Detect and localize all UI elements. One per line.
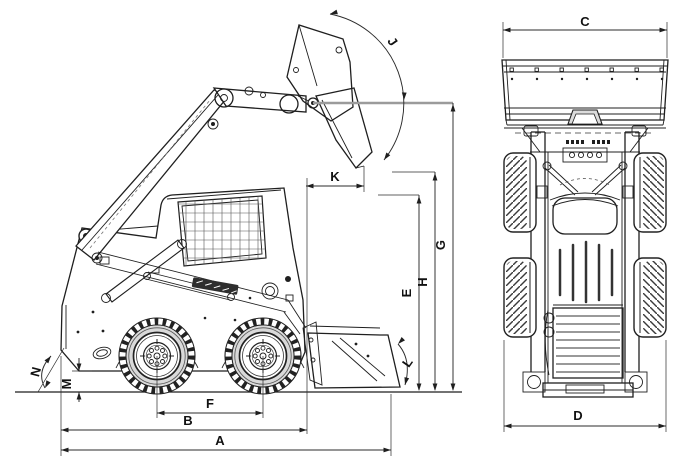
loader-arm-raised [75, 86, 319, 303]
cab-window-mesh [177, 195, 267, 267]
dim-label-h: H [415, 277, 430, 286]
dim-G [450, 103, 456, 391]
top-lift-arms [522, 131, 648, 393]
fuel-cap [261, 282, 279, 300]
brand-logo [191, 277, 239, 295]
dim-label-n: N [27, 365, 44, 378]
dim-D [503, 340, 667, 432]
dim-H [392, 171, 438, 391]
top-body [542, 152, 634, 398]
bucket-lowered-at-ground [302, 321, 401, 389]
loader-arm-lowered [91, 251, 307, 335]
bucket-dumped-at-height [315, 87, 373, 170]
dim-K [306, 166, 365, 434]
dim-F [156, 356, 264, 418]
side-view [15, 9, 462, 456]
dim-label-a: A [215, 433, 225, 448]
dim-label-k: K [330, 169, 340, 184]
dim-J-arc [329, 9, 407, 162]
dim-label-m: M [59, 379, 74, 390]
dim-label-j: J [384, 34, 400, 49]
dim-A [61, 394, 392, 456]
dim-L-arc [396, 336, 410, 386]
bucket-raised-rolled-back [286, 24, 354, 122]
dim-M [72, 358, 92, 402]
dim-C [502, 22, 668, 58]
dim-N-arc [37, 347, 65, 393]
engine-grill [552, 307, 624, 379]
dim-label-c: C [580, 14, 590, 29]
dim-label-f: F [206, 396, 214, 411]
top-bucket [501, 59, 669, 126]
decal [99, 256, 110, 265]
dim-label-l: L [399, 355, 416, 370]
dim-E [378, 194, 422, 391]
dim-B [60, 356, 307, 456]
dim-label-e: E [399, 288, 414, 297]
dim-label-b: B [183, 413, 192, 428]
cab-roof-window [552, 197, 618, 235]
dim-label-g: G [433, 240, 448, 250]
top-view [501, 22, 669, 432]
dim-label-d: D [573, 408, 582, 423]
